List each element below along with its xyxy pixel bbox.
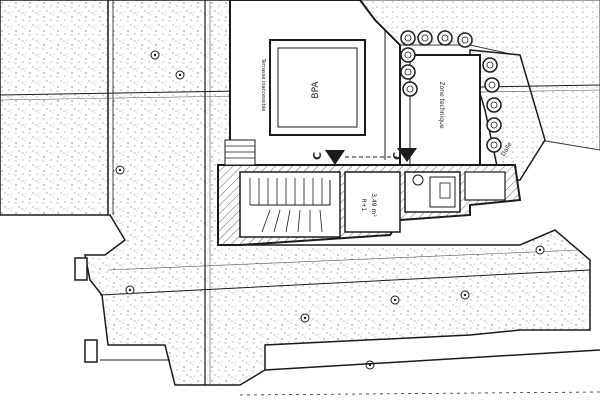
section-markers: C C <box>311 148 417 165</box>
section-marker-left-label: C <box>311 152 324 160</box>
stair-note-label: R+1 <box>360 198 367 211</box>
shrub-icon <box>482 57 498 73</box>
building-block-upper: BPA Terrasse inaccessible <box>229 0 401 166</box>
central-court-label: BPA <box>311 81 321 99</box>
building-block-lower: 3,49 m² R+1 Dalle <box>217 141 522 246</box>
survey-marker-icon <box>115 165 125 175</box>
survey-marker-icon <box>125 285 135 295</box>
middle-room <box>344 171 401 233</box>
section-marker-right-label: C <box>391 152 404 160</box>
shrub-icon <box>400 64 416 80</box>
shrub-icon <box>417 30 433 46</box>
street-edge <box>239 349 600 396</box>
shrub-icon <box>486 117 502 133</box>
survey-marker-icon <box>175 70 185 80</box>
right-court-label: Zone technique <box>438 81 445 128</box>
shrub-icon <box>484 77 500 93</box>
survey-marker-icon <box>460 290 470 300</box>
planting <box>400 30 502 153</box>
stair-area-label: 3,49 m² <box>370 193 377 217</box>
survey-marker-icon <box>535 245 545 255</box>
section-marker-left <box>325 150 345 165</box>
fixture-icon <box>412 174 424 186</box>
shrub-icon <box>486 137 502 153</box>
shrub-icon <box>400 47 416 63</box>
survey-marker-icon <box>300 313 310 323</box>
survey-marker-icon <box>150 50 160 60</box>
left-note-label: Terrasse inaccessible <box>260 58 266 112</box>
site-boundary-bumps <box>74 257 170 363</box>
shrub-icon <box>437 30 453 46</box>
central-court <box>269 39 366 136</box>
site-boundary-left <box>107 0 211 385</box>
survey-marker-icon <box>365 360 375 370</box>
section-marker-right <box>397 148 417 162</box>
shrub-icon <box>402 81 418 97</box>
site-ground <box>0 0 591 386</box>
survey-marker-icon <box>390 295 400 305</box>
shrub-icon <box>486 97 502 113</box>
shrub-icon <box>457 32 473 48</box>
entry-steps <box>224 139 256 166</box>
staircase <box>249 178 331 233</box>
shrub-icon <box>400 30 416 46</box>
